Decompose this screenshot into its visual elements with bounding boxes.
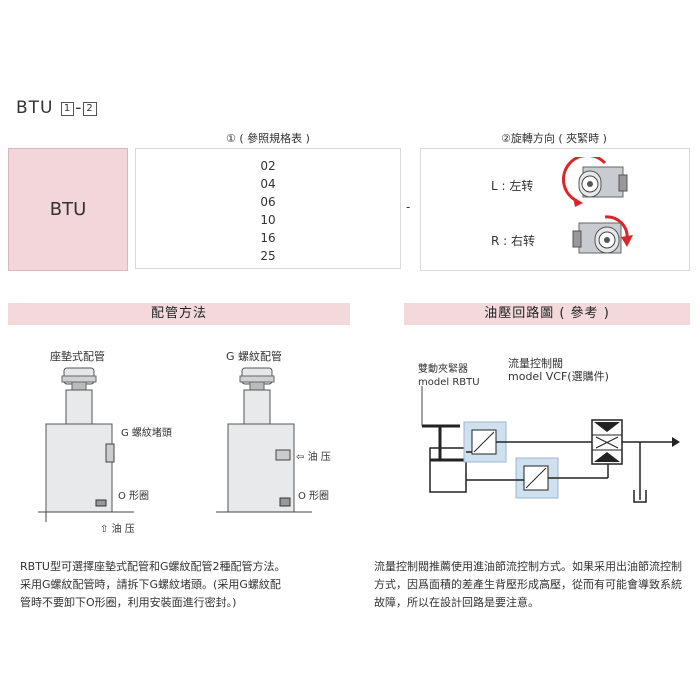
left-rotation-clamp-icon [562,157,628,207]
right-rotation-clamp-icon [572,215,633,254]
up-arrow-icon: ⇧ [100,524,109,535]
hydraulic-circuit-diagram [421,386,680,503]
col1-header: ① ( 參照規格表 ) [226,132,310,145]
model-prefix: BTU [16,98,54,118]
size-codes-box: 02 04 06 10 16 25 [135,148,401,269]
g-thread-piping-label: G 螺紋配管 [226,350,283,363]
oring-callout-left: O 形圈 [118,491,150,502]
size-code: 02 [260,159,276,173]
slot-1-box: 1 [60,102,75,116]
gasket-piping-cylinder-drawing [38,367,134,522]
size-code: 10 [260,213,276,227]
slot-2-box: 2 [83,102,97,116]
oil-pressure-callout-bottom: ⇧ 油 压 [100,524,135,535]
size-code: 25 [260,249,276,263]
code-separator: - [406,200,411,214]
circuit-description: 流量控制閥推薦使用進油節流控制方式。如果采用出油節流控制 方式，因爲面積的差產生… [374,560,682,609]
actuator-label: 雙動夾緊器 model RBTU [418,364,480,388]
dash: - [75,98,83,118]
gasket-piping-label: 座墊式配管 [50,350,105,363]
size-code: 16 [260,231,276,245]
size-code: 04 [260,177,276,191]
piping-description: RBTU型可選擇座墊式配管和G螺紋配管2種配管方法。 采用G螺紋配管時，請拆下G… [20,560,286,609]
flow-valve-label: 流量控制閥 model VCF(選購件) [508,357,609,383]
oring-callout-right: O 形圈 [298,491,330,502]
rotation-direction-box: L : 左转 R : 右转 [420,148,690,271]
piping-method-band: 配管方法 [8,303,350,325]
direction-left-label: L : 左转 [491,179,534,193]
direction-right-label: R : 右转 [491,234,536,248]
size-code: 06 [260,195,276,209]
circuit-diagram-band: 油壓回路圖 ( 參考 ) [404,303,690,325]
model-cell: BTU [8,148,128,271]
g-thread-piping-cylinder-drawing [216,367,312,513]
g-plug-callout: G 螺紋堵頭 [121,428,172,439]
left-arrow-icon: ⇦ [296,452,305,463]
model-code-title: BTU 1-2 [16,98,98,118]
col2-header: ②旋轉方向 ( 夾緊時 ) [501,132,607,145]
model-cell-text: BTU [49,199,87,220]
oil-pressure-callout-side: ⇦ 油 压 [296,452,331,463]
